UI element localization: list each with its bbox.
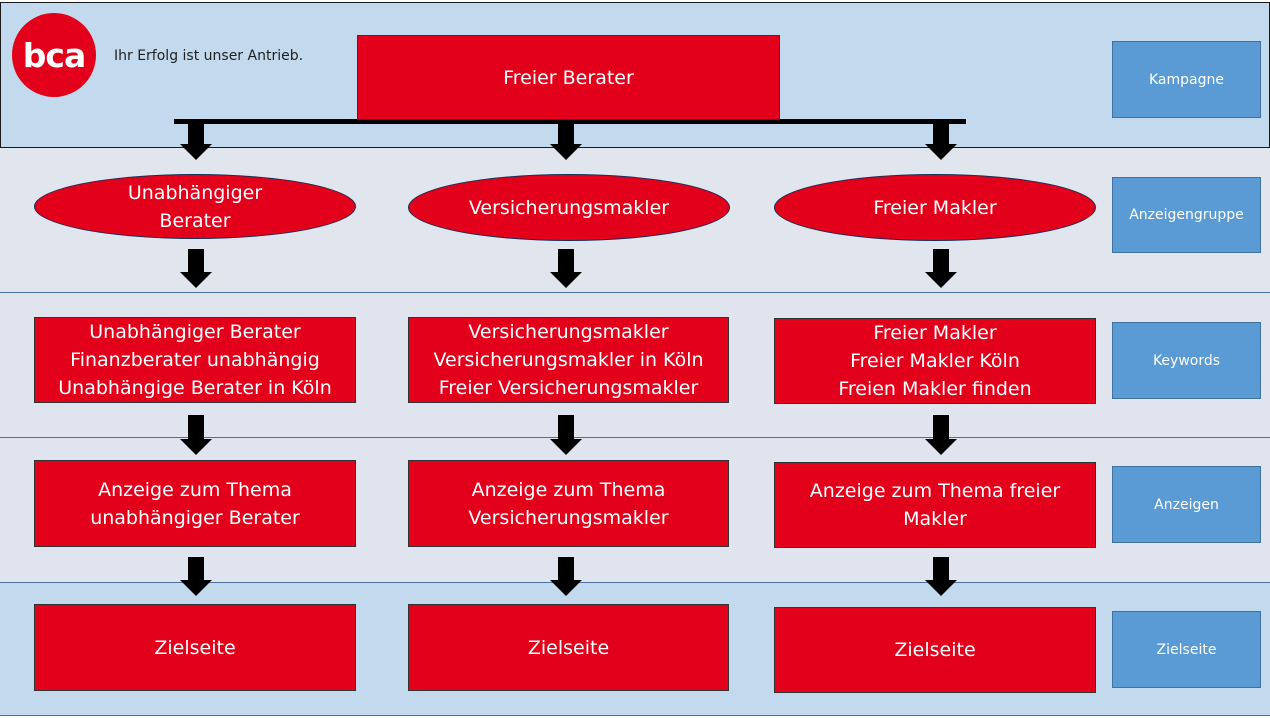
keywords-node-3: Freier Makler Freier Makler Köln Freien … [774, 318, 1096, 404]
landing-node-2: Zielseite [408, 604, 729, 691]
level-label-anzeigengruppe: Anzeigengruppe [1112, 177, 1261, 253]
ad-group-node-1: Unabhängiger Berater [34, 174, 356, 239]
campaign-node: Freier Berater [357, 35, 780, 120]
ad-group-node-3: Freier Makler [774, 174, 1096, 241]
landing-node-3: Zielseite [774, 607, 1096, 693]
flow-arrow-1 [180, 124, 212, 160]
flow-arrow-12 [925, 557, 957, 596]
keywords-node-1: Unabhängiger Berater Finanzberater unabh… [34, 317, 356, 403]
flow-arrow-2 [550, 124, 582, 160]
landing-node-1: Zielseite [34, 604, 356, 691]
flow-arrow-11 [550, 557, 582, 596]
flow-arrow-8 [550, 415, 582, 455]
tagline: Ihr Erfolg ist unser Antrieb. [114, 48, 304, 64]
flow-arrow-6 [925, 249, 957, 288]
connector-bar [174, 119, 966, 124]
flow-arrow-5 [550, 249, 582, 288]
flow-arrow-7 [180, 415, 212, 455]
level-label-zielseite: Zielseite [1112, 611, 1261, 688]
flow-arrow-9 [925, 415, 957, 455]
ad-node-2: Anzeige zum Thema Versicherungsmakler [408, 460, 729, 547]
ad-node-3: Anzeige zum Thema freier Makler [774, 462, 1096, 548]
ad-node-1: Anzeige zum Thema unabhängiger Berater [34, 460, 356, 547]
level-label-keywords: Keywords [1112, 322, 1261, 399]
keywords-node-2: Versicherungsmakler Versicherungsmakler … [408, 317, 729, 403]
bca-logo: bca [12, 13, 96, 97]
ad-group-node-2: Versicherungsmakler [408, 174, 730, 241]
flow-arrow-3 [925, 124, 957, 160]
flow-arrow-10 [180, 557, 212, 596]
level-label-anzeigen: Anzeigen [1112, 466, 1261, 543]
flow-arrow-4 [180, 249, 212, 288]
level-label-kampagne: Kampagne [1112, 41, 1261, 118]
